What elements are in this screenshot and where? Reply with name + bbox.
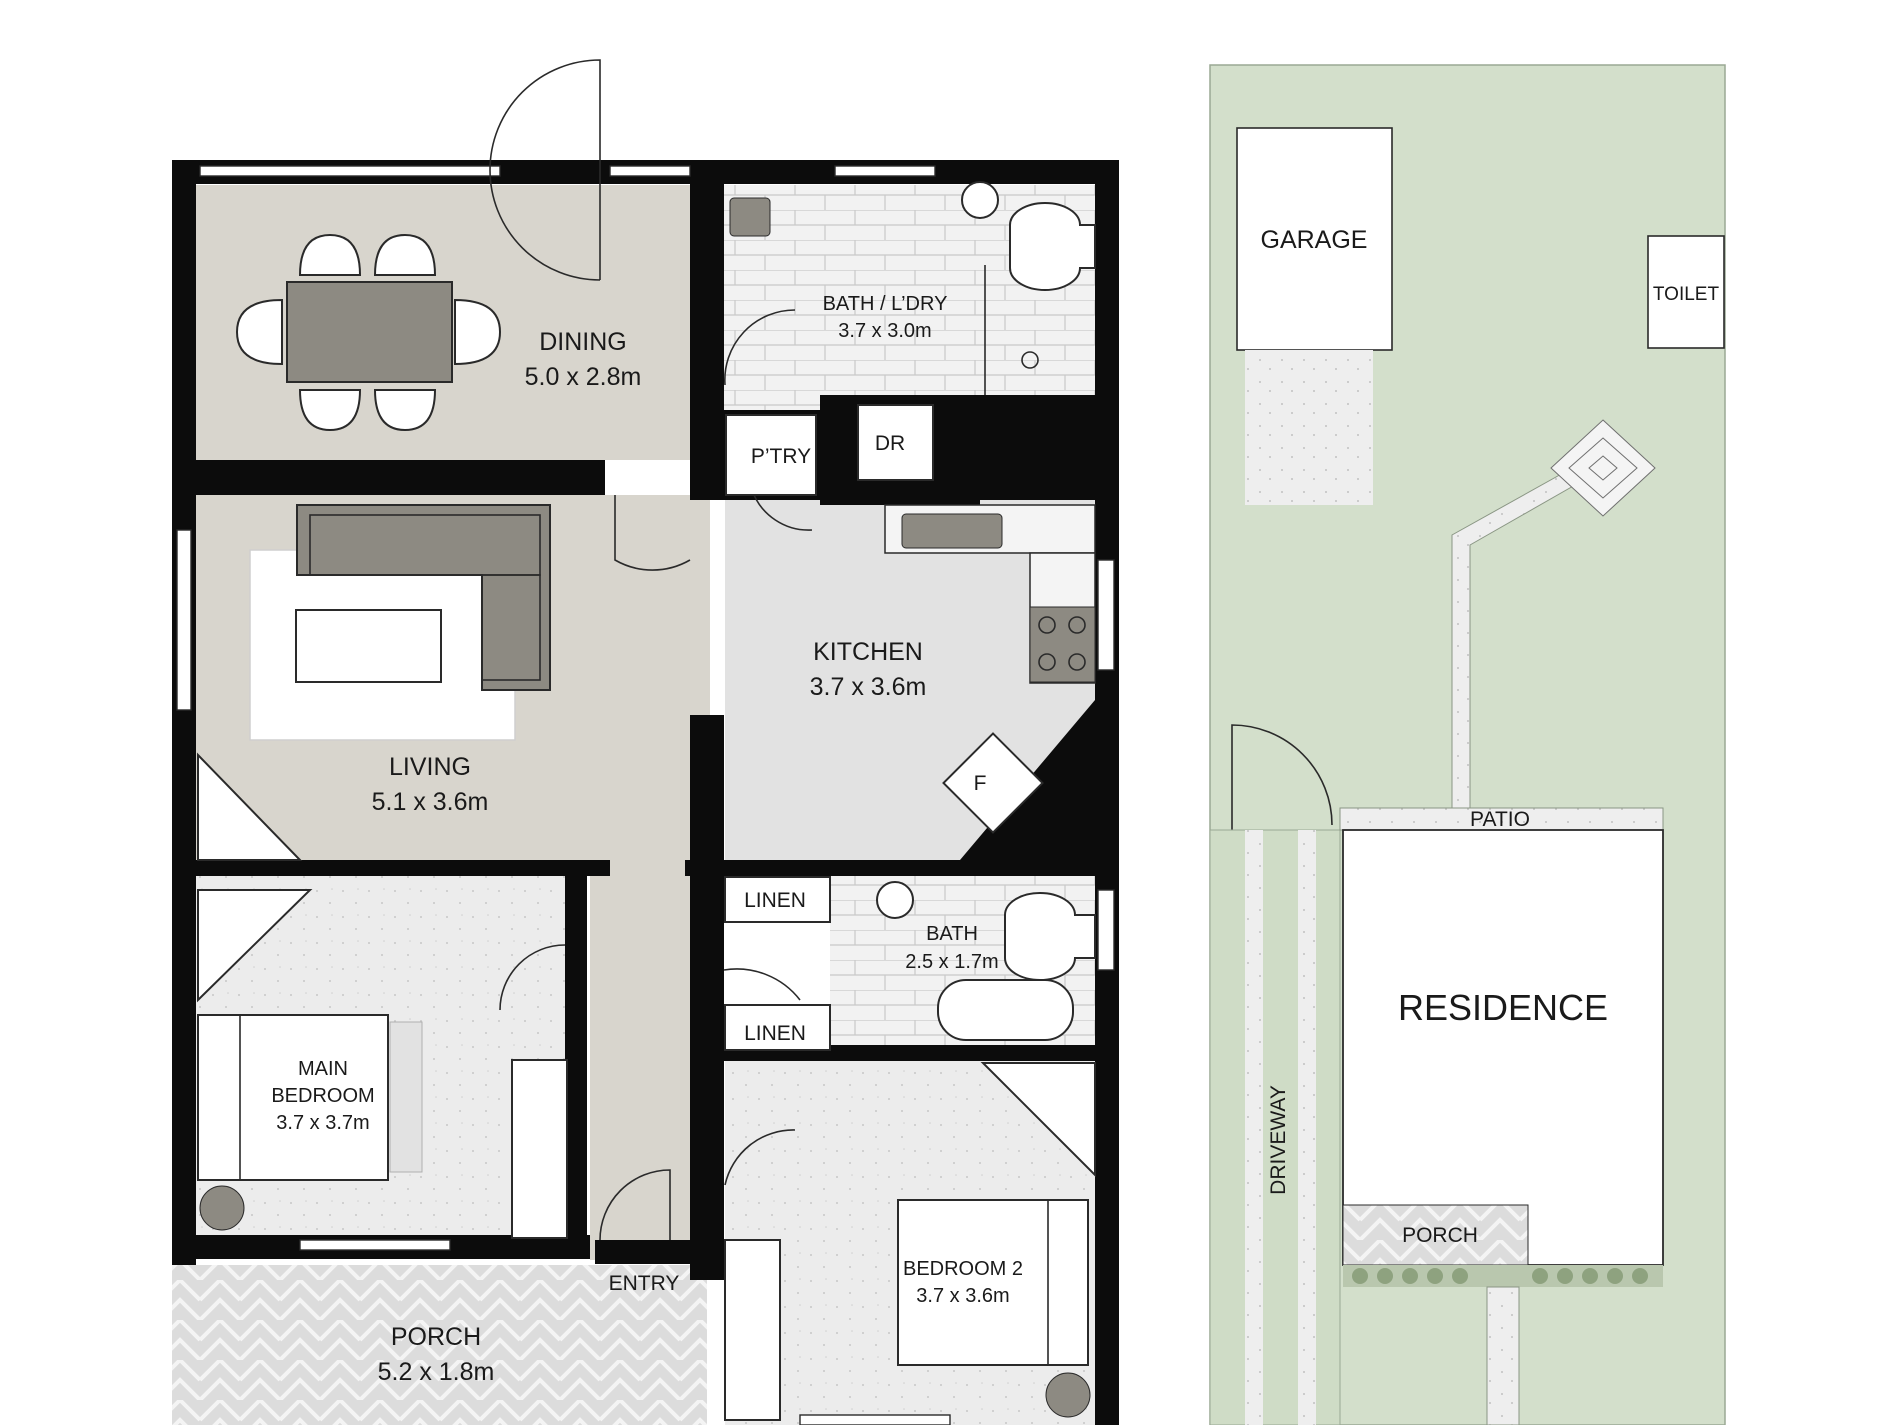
walls bbox=[172, 160, 1119, 1425]
bedroom2-label: BEDROOM 2 bbox=[903, 1258, 1023, 1280]
front-path bbox=[1486, 1286, 1520, 1425]
bathtub-icon bbox=[937, 979, 1074, 1041]
dryer-box bbox=[857, 404, 934, 481]
driveway-label: DRIVEWAY bbox=[1267, 1085, 1290, 1195]
gazebo-icon bbox=[1550, 419, 1656, 517]
kitchen-size: 3.7 x 3.6m bbox=[810, 673, 927, 701]
site-labels: GARAGE TOILET PATIO RESIDENCE DRIVEWAY P… bbox=[1261, 226, 1720, 1247]
living-sofa-and-rug bbox=[249, 504, 551, 741]
porch-size: 5.2 x 1.8m bbox=[378, 1358, 495, 1386]
bath-fixtures bbox=[876, 881, 1096, 1041]
linen-bottom-box bbox=[724, 1004, 831, 1051]
dryer-label: DR bbox=[875, 432, 905, 455]
bath-label: BATH bbox=[926, 923, 978, 945]
bed2-icon bbox=[897, 1199, 1089, 1366]
main-bedroom-label-1: MAIN bbox=[298, 1058, 348, 1080]
linen-top-box bbox=[724, 876, 831, 923]
room-labels: DINING 5.0 x 2.8m BATH / L’DRY 3.7 x 3.0… bbox=[271, 293, 1023, 1386]
kitchen-sink-icon bbox=[901, 513, 1003, 549]
wardrobe-icon bbox=[511, 1059, 568, 1239]
bath-laundry-fixtures bbox=[729, 181, 1096, 481]
bath-toilet-icon bbox=[1004, 892, 1096, 981]
living-size: 5.1 x 3.6m bbox=[372, 788, 489, 816]
bath-laundry-size: 3.7 x 3.0m bbox=[838, 320, 931, 342]
pantry-label: P’TRY bbox=[751, 445, 811, 468]
porch-label: PORCH bbox=[391, 1323, 481, 1351]
toilet-label: TOILET bbox=[1653, 284, 1720, 305]
shower-icon bbox=[1021, 351, 1039, 369]
wardrobe2-icon bbox=[724, 1239, 781, 1421]
residence-box bbox=[1342, 829, 1664, 1266]
kitchen-label: KITCHEN bbox=[813, 638, 923, 666]
basin-icon bbox=[961, 181, 999, 219]
toilet-icon bbox=[1009, 202, 1096, 291]
patio-label: PATIO bbox=[1470, 808, 1530, 831]
dining-label: DINING bbox=[539, 328, 627, 356]
floor-plan: DINING 5.0 x 2.8m BATH / L’DRY 3.7 x 3.0… bbox=[172, 59, 1119, 1425]
hedge-row bbox=[1343, 1265, 1663, 1287]
bath-basin-icon bbox=[876, 881, 914, 919]
dining-table-set bbox=[235, 233, 502, 432]
porch-floor bbox=[172, 1265, 707, 1425]
dining-size: 5.0 x 2.8m bbox=[525, 363, 642, 391]
site-porch bbox=[1342, 1204, 1529, 1266]
site-porch-label: PORCH bbox=[1402, 1224, 1478, 1247]
main-bed-icon bbox=[197, 1014, 389, 1181]
linen-bottom-label: LINEN bbox=[744, 1022, 806, 1045]
windows bbox=[176, 165, 1115, 1425]
site-plan: GARAGE TOILET PATIO RESIDENCE DRIVEWAY P… bbox=[1209, 64, 1726, 1425]
bedroom2-size: 3.7 x 3.6m bbox=[916, 1285, 1009, 1307]
kitchen-fixtures bbox=[884, 504, 1096, 834]
living-label: LIVING bbox=[389, 753, 471, 781]
lamp2-icon bbox=[1045, 1372, 1091, 1418]
toilet-box bbox=[1647, 235, 1725, 349]
doors bbox=[489, 59, 813, 1241]
residence-label: RESIDENCE bbox=[1398, 987, 1608, 1028]
fridge-icon bbox=[942, 732, 1044, 834]
bedroom2-furniture bbox=[724, 1062, 1096, 1421]
cooktop-icon bbox=[1029, 606, 1096, 683]
main-bedroom-furniture bbox=[197, 752, 568, 1239]
bath-size: 2.5 x 1.7m bbox=[905, 951, 998, 973]
garage-label: GARAGE bbox=[1261, 226, 1368, 254]
fridge-label: F bbox=[974, 772, 987, 795]
linen-top-label: LINEN bbox=[744, 889, 806, 912]
garage-apron bbox=[1245, 350, 1373, 505]
site-door-arc bbox=[1231, 724, 1333, 830]
main-bedroom-label-2: BEDROOM bbox=[271, 1085, 374, 1107]
main-bedroom-size: 3.7 x 3.7m bbox=[276, 1112, 369, 1134]
pantry-box bbox=[725, 414, 817, 496]
entry-label: ENTRY bbox=[609, 1272, 680, 1295]
driveway bbox=[1209, 829, 1341, 1425]
garage-box bbox=[1236, 127, 1393, 351]
bath-laundry-label: BATH / L’DRY bbox=[823, 293, 948, 315]
lamp-icon bbox=[199, 1185, 245, 1231]
laundry-tub-icon bbox=[729, 197, 771, 237]
